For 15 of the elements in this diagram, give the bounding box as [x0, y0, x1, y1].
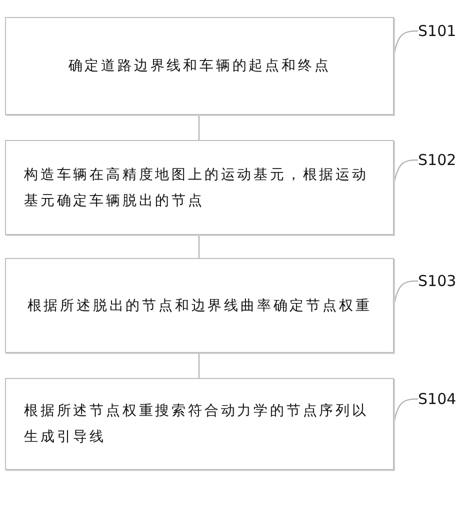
process-box — [5, 258, 394, 353]
connector-line — [198, 115, 200, 140]
step-text: 根据所述脱出的节点和边界线曲率确定节点权重 — [27, 296, 372, 316]
step-number: S101 — [418, 20, 468, 42]
process-box — [5, 17, 394, 115]
process-box — [5, 140, 394, 235]
step-text: 构造车辆在高精度地图上的运动基元，根据运动基元确定车辆脱出的节点 — [24, 166, 370, 210]
connector-line — [198, 235, 200, 258]
step-text: 根据所述节点权重搜索符合动力学的节点序列以生成引导线 — [24, 402, 370, 447]
step-number: S102 — [418, 149, 468, 171]
process-box — [5, 378, 394, 470]
step-text: 确定道路边界线和车辆的起点和终点 — [68, 57, 331, 76]
connector-line — [198, 353, 200, 378]
step-number: S103 — [418, 270, 468, 292]
step-number: S104 — [418, 388, 468, 410]
